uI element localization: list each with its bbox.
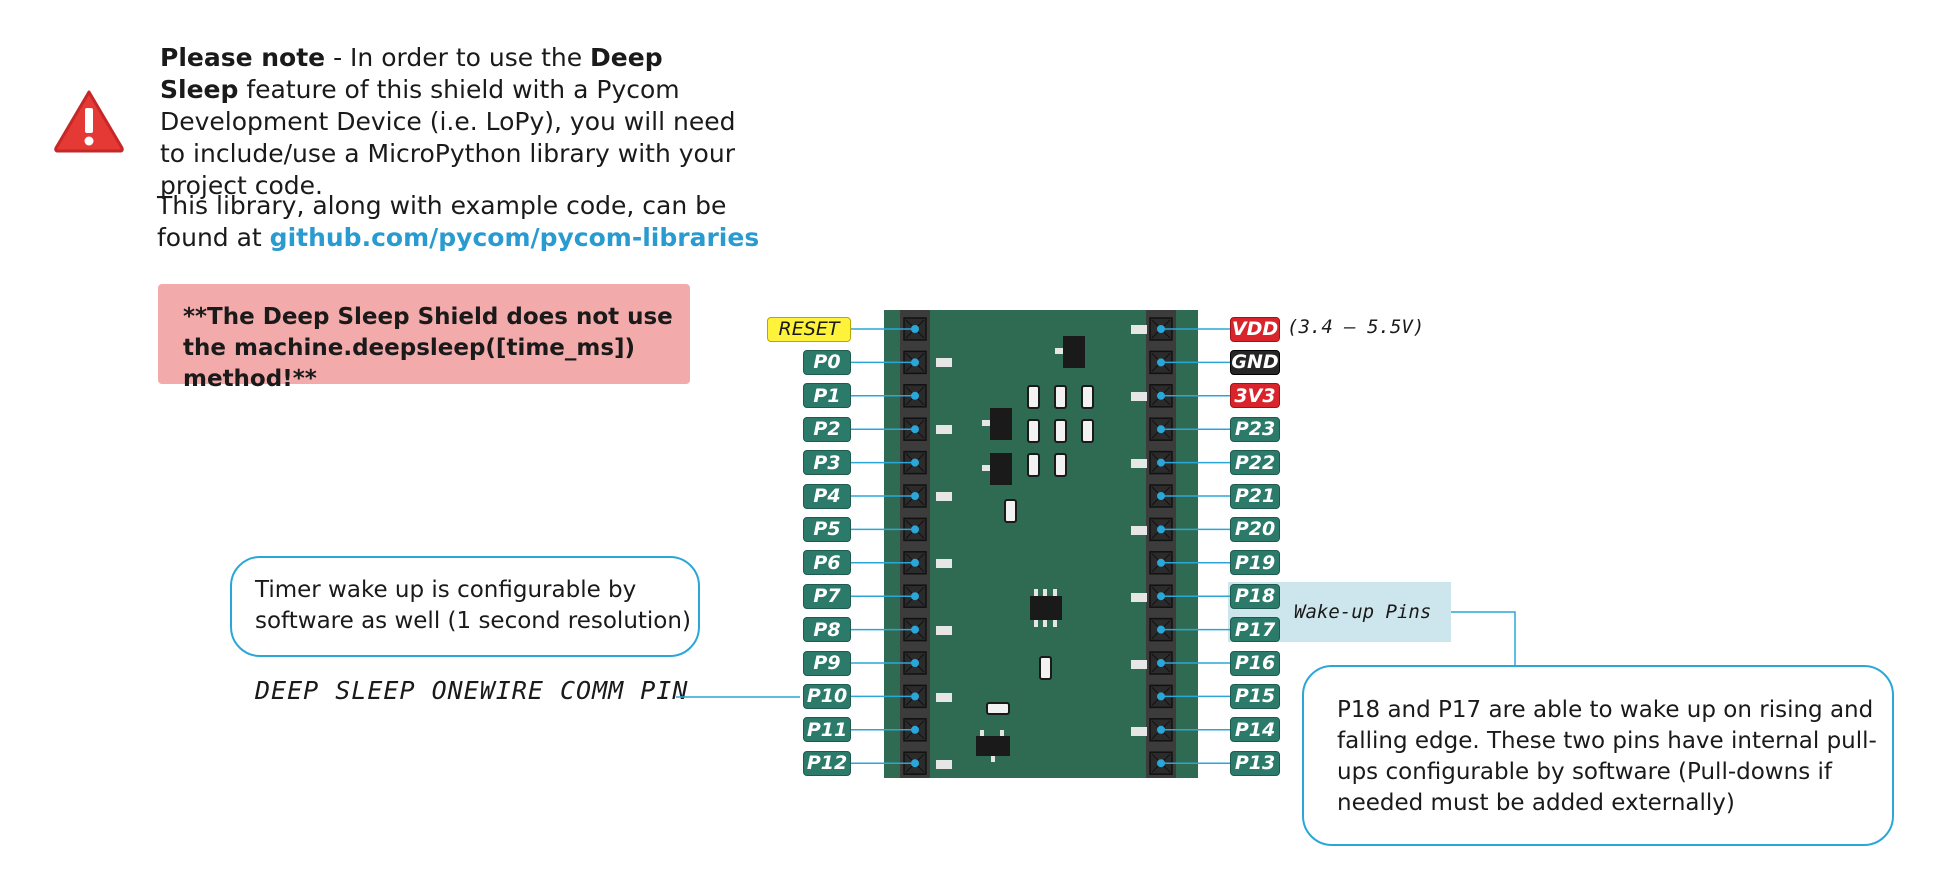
note-feature: Deep Sleep bbox=[160, 43, 663, 104]
pin-label-p6: P6 bbox=[803, 550, 851, 576]
pin-dot bbox=[1157, 425, 1165, 434]
pin-dot bbox=[1157, 492, 1165, 500]
pin-dot bbox=[1157, 659, 1165, 667]
timer-callout: Timer wake up is configurable by softwar… bbox=[230, 556, 700, 657]
pin-dot bbox=[1157, 325, 1165, 333]
note-lead: Please note bbox=[160, 43, 326, 72]
pin-label-p18: P18 bbox=[1230, 583, 1280, 609]
pin-label-p14: P14 bbox=[1230, 717, 1280, 743]
note-text: - In order to use the bbox=[325, 43, 591, 72]
pin-label-p21: P21 bbox=[1230, 483, 1280, 509]
pin-label-p20: P20 bbox=[1230, 516, 1280, 542]
pin-label-p3: P3 bbox=[803, 450, 851, 476]
pin-dot bbox=[911, 625, 919, 634]
pin-dot bbox=[911, 325, 919, 333]
pin-label-p0: P0 bbox=[803, 349, 851, 375]
pin-dot bbox=[911, 358, 919, 367]
pin-label-p9: P9 bbox=[803, 650, 851, 676]
pin-dot bbox=[1157, 625, 1165, 634]
pin-label-p12: P12 bbox=[803, 750, 851, 776]
pin-dot bbox=[1157, 458, 1165, 467]
pin-label-p1: P1 bbox=[803, 383, 851, 409]
pin-label-p17: P17 bbox=[1230, 617, 1280, 643]
pin-label-p23: P23 bbox=[1230, 416, 1280, 442]
pin-dot bbox=[1157, 725, 1165, 734]
deepsleep-alert-box: **The Deep Sleep Shield does not use the… bbox=[158, 284, 690, 392]
pin-dot bbox=[1157, 692, 1165, 701]
pin-dot bbox=[911, 525, 919, 534]
solder-pads bbox=[936, 325, 1147, 769]
pin-label-p19: P19 bbox=[1230, 550, 1280, 576]
deep-sleep-note: Please note - In order to use the Deep S… bbox=[160, 42, 740, 202]
pin-dot bbox=[911, 425, 919, 434]
pin-dot bbox=[1157, 558, 1165, 567]
pin-dot bbox=[911, 725, 919, 734]
pin-label-p16: P16 bbox=[1230, 650, 1280, 676]
pin-label-p15: P15 bbox=[1230, 683, 1280, 709]
library-note: This library, along with example code, c… bbox=[157, 190, 777, 254]
pin-dot bbox=[911, 592, 919, 601]
library-text: This library, along with example code, c… bbox=[157, 191, 727, 252]
pin-label-p4: P4 bbox=[803, 483, 851, 509]
pin-label-p8: P8 bbox=[803, 617, 851, 643]
note-rest: feature of this shield with a Pycom Deve… bbox=[160, 75, 736, 200]
pin-dot bbox=[911, 692, 919, 701]
warning-icon bbox=[54, 90, 124, 153]
pin-dot bbox=[1157, 759, 1165, 768]
pin-label-p2: P2 bbox=[803, 416, 851, 442]
pin-dot bbox=[911, 391, 919, 400]
pin-dot bbox=[1157, 358, 1165, 367]
shield-board bbox=[884, 310, 1198, 778]
comm-pin-label: DEEP SLEEP ONEWIRE COMM PIN bbox=[255, 676, 689, 705]
pin-dot bbox=[1157, 525, 1165, 534]
pin-label-p13: P13 bbox=[1230, 750, 1280, 776]
voltage-label: (3.4 – 5.5V) bbox=[1287, 316, 1425, 338]
pin-label-3v3: 3V3 bbox=[1230, 383, 1280, 409]
wake-up-callout: P18 and P17 are able to wake up on risin… bbox=[1302, 665, 1894, 846]
pin-dot bbox=[911, 759, 919, 768]
pin-label-p7: P7 bbox=[803, 583, 851, 609]
wake-up-line bbox=[1451, 611, 1516, 665]
pin-label-p11: P11 bbox=[803, 717, 851, 743]
pin-label-p10: P10 bbox=[803, 683, 851, 709]
pin-dot bbox=[911, 558, 919, 567]
pin-label-vdd: VDD bbox=[1230, 316, 1280, 342]
components bbox=[976, 336, 1094, 762]
pin-label-p22: P22 bbox=[1230, 450, 1280, 476]
library-link[interactable]: github.com/pycom/pycom-libraries bbox=[269, 223, 760, 252]
pin-dot bbox=[911, 492, 919, 500]
pin-dot bbox=[911, 458, 919, 467]
pin-dot bbox=[1157, 592, 1165, 601]
pin-label-p5: P5 bbox=[803, 516, 851, 542]
pin-label-gnd: GND bbox=[1230, 349, 1280, 375]
pin-label-reset: RESET bbox=[767, 316, 851, 342]
pin-dot bbox=[1157, 391, 1165, 400]
pin-dot bbox=[911, 659, 919, 667]
